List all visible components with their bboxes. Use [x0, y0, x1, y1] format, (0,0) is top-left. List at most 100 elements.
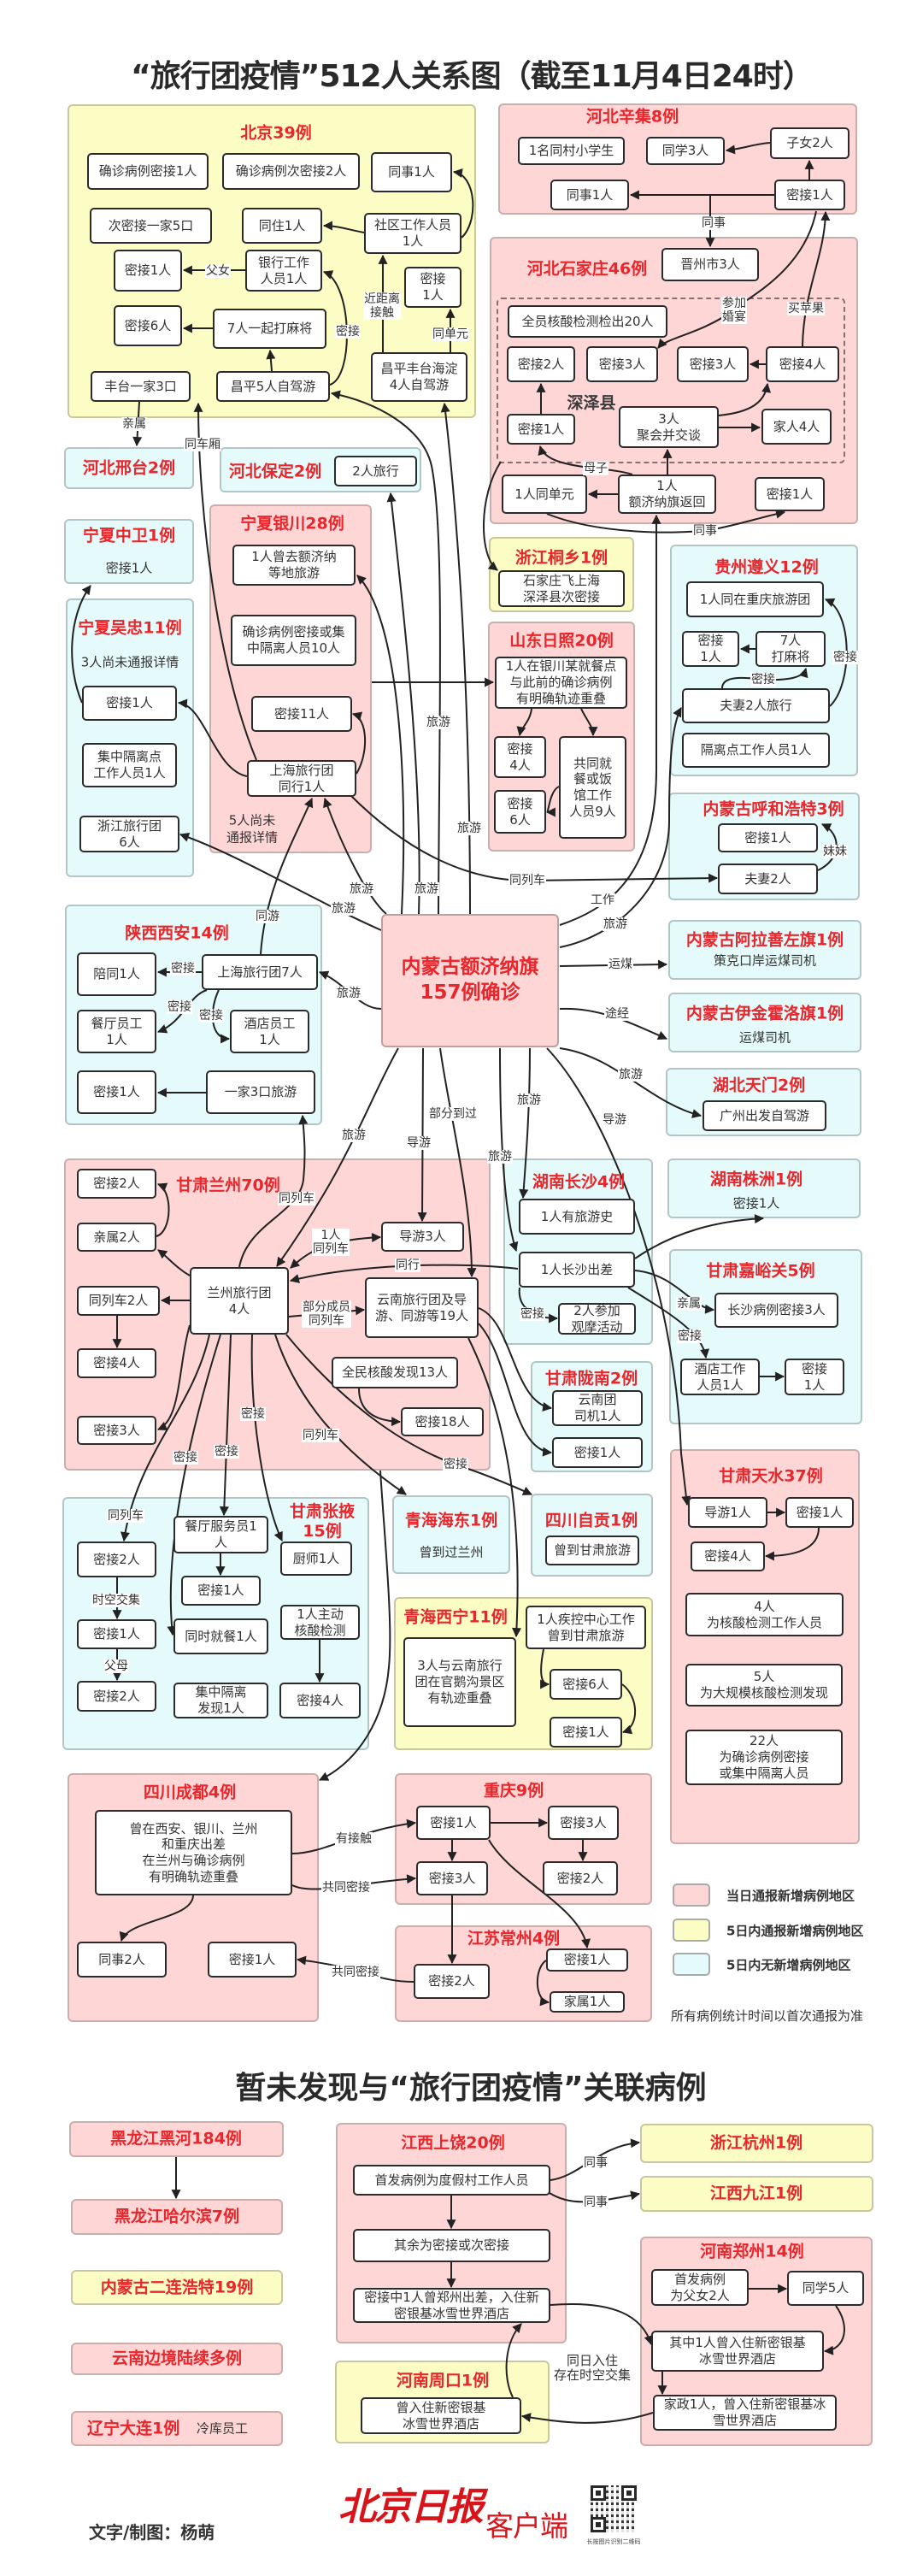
xian-case-node: 一家3口旅游	[206, 1070, 315, 1114]
beijing-case-node: 同住1人	[242, 208, 322, 244]
xining-case-node: 1人疾控中心工作 曾到甘肃旅游	[526, 1606, 646, 1649]
changzhou-case-node: 家属1人	[550, 1991, 625, 2013]
edge-label: 密接	[167, 999, 192, 1015]
region-yunnan-border	[71, 2343, 283, 2375]
edge-label: 旅游	[349, 881, 374, 897]
edge-label: 旅游	[336, 986, 362, 1001]
qr-finder-icon	[591, 2485, 606, 2501]
tianshui-case-node: 导游1人	[688, 1497, 767, 1528]
tianshui-case-node: 密接4人	[691, 1541, 765, 1571]
edge-label: 旅游	[331, 901, 356, 917]
edge-label: 参加 婚宴	[721, 296, 747, 325]
zhangye-case-node: 密接1人	[77, 1619, 156, 1649]
region-title: 辽宁大连1例	[87, 2419, 180, 2438]
region-erlianhot	[71, 2270, 283, 2305]
lanzhou-case-node: 导游3人	[381, 1222, 464, 1252]
beijing-case-node: 同事1人	[371, 152, 452, 192]
beijing-case-node: 密接6人	[114, 305, 182, 346]
lanzhou-case-node: 亲属2人	[77, 1223, 156, 1252]
region-dalian	[71, 2411, 283, 2446]
tianshui-case-node: 密接1人	[785, 1497, 854, 1528]
edge-label: 途经	[604, 1006, 630, 1022]
beijing-case-node: 银行工作 人员1人	[245, 250, 322, 292]
edge-label: 运煤	[608, 957, 633, 972]
tianshui-case-node: 5人 为大规模核酸检测发现	[685, 1664, 843, 1707]
edge-label: 同事	[583, 2155, 608, 2171]
zhangye-case-node: 密接2人	[77, 1681, 156, 1712]
edge-label: 母子	[583, 461, 608, 476]
hohhot-case-node: 密接1人	[718, 823, 818, 852]
region-title: 北京39例	[240, 123, 312, 143]
zigong-case-node: 曾到甘肃旅游	[545, 1536, 639, 1565]
region-title: 浙江桐乡1例	[514, 548, 608, 568]
hohhot-case-node: 夫妻2人	[718, 864, 818, 894]
edge-label: 旅游	[603, 917, 628, 932]
zhangye-case-node: 同时就餐1人	[173, 1618, 268, 1654]
edge-label: 密接	[520, 1306, 545, 1322]
zunyi-case-node: 夫妻2人旅行	[682, 688, 830, 723]
section-title-unrelated: 暂未发现与“旅行团疫情”关联病例	[235, 2071, 707, 2106]
lanzhou-case-node: 密接18人	[401, 1407, 484, 1436]
region-note: 曾到过兰州	[419, 1544, 484, 1560]
edge-label: 同游	[255, 909, 280, 924]
region-title: 江西九江1例	[709, 2184, 803, 2203]
region-title: 内蒙古呼和浩特3例	[703, 799, 844, 819]
zhangye-case-node: 密接4人	[279, 1683, 361, 1718]
rizhao-case-node: 密接 6人	[494, 790, 546, 834]
edge-label: 有接触	[335, 1831, 373, 1847]
beijing-case-node: 确诊病例密接1人	[87, 153, 209, 190]
zhengzhou-case-node: 其中1人曾入住新密银基 冰雪世界酒店	[651, 2331, 824, 2372]
region-title: 甘肃陇南2例	[544, 1369, 638, 1388]
zhangye-case-node: 厨师1人	[280, 1541, 352, 1576]
region-title: 内蒙古二连浩特19例	[100, 2278, 254, 2297]
edge-label: 妹妹	[822, 844, 848, 859]
region-title: 青海西宁11例	[403, 1607, 508, 1627]
zunyi-case-node: 密接 1人	[682, 631, 739, 667]
region-title: 河南周口1例	[396, 2371, 490, 2390]
rizhao-case-node: 共同就 餐或饭 馆工作 人员9人	[559, 736, 626, 839]
region-title: 湖南长沙4例	[532, 1172, 626, 1192]
lanzhou-case-node: 云南旅行团及导 游、同游等19人	[365, 1277, 479, 1338]
region-title: 河北保定2例	[228, 462, 322, 481]
region-title: 甘肃嘉峪关5例	[706, 1261, 815, 1281]
region-title: 江苏常州4例	[467, 1929, 561, 1948]
edge-label: 工作	[590, 893, 615, 908]
zhangye-case-node: 集中隔离 发现1人	[173, 1683, 268, 1718]
edge-label: 导游	[406, 1135, 432, 1151]
beijing-case-node: 社区工作人员 1人	[364, 213, 462, 254]
region-title: 云南边境陆续多例	[111, 2349, 243, 2368]
edge-label: 同行	[395, 1258, 420, 1273]
region-title: 黑龙江黑河184例	[110, 2129, 242, 2149]
wuzhong-case-node: 集中隔离点 工作人员1人	[82, 743, 177, 787]
region-title: 重庆9例	[483, 1781, 544, 1801]
shijiazhuang-case-node: 晋州市3人	[661, 248, 759, 281]
edge-label: 同事	[692, 523, 718, 539]
region-title: 贵州遵义12例	[714, 557, 819, 577]
edge-label: 共同密接	[321, 1880, 371, 1895]
zhangye-case-node: 密接2人	[77, 1541, 156, 1577]
region-nmg-alxa	[668, 920, 861, 980]
edge-label: 同列车	[107, 1508, 144, 1524]
center-node-ejina: 内蒙古额济纳旗 157例确诊	[381, 914, 559, 1047]
page-title: “旅行团疫情”512人关系图（截至11月4日24时）	[131, 59, 814, 94]
xian-case-node: 上海旅行团7人	[202, 954, 318, 990]
edge-label: 近距离 接触	[363, 292, 401, 321]
wuzhong-case-node: 密接1人	[82, 686, 177, 721]
edge-label: 同车厢	[184, 437, 221, 452]
xinji-case-node: 同事1人	[550, 180, 629, 210]
region-title: 浙江杭州1例	[709, 2133, 803, 2153]
edge-label: 密接	[214, 1444, 239, 1459]
changsha-case-node: 1人有旅游史	[519, 1199, 635, 1235]
edge-label: 旅游	[456, 821, 482, 836]
beijing-case-node: 密接 1人	[404, 267, 462, 308]
region-note: 密接1人	[105, 560, 153, 576]
jiayuguan-case-node: 酒店工作 人员1人	[680, 1359, 760, 1395]
region-title: 甘肃兰州70例	[176, 1176, 280, 1195]
legend-swatch-within5	[673, 1919, 710, 1942]
qr-caption: 长按图片识别二维码	[586, 2538, 641, 2545]
region-title: 四川自贡1例	[544, 1511, 638, 1530]
edge-label: 同列车	[302, 1428, 339, 1443]
jiayuguan-case-node: 长沙病例密接3人	[714, 1293, 838, 1328]
legend-note: 所有病例统计时间以首次通报为准	[671, 2008, 864, 2024]
chongqing-case-node: 密接2人	[543, 1861, 618, 1895]
